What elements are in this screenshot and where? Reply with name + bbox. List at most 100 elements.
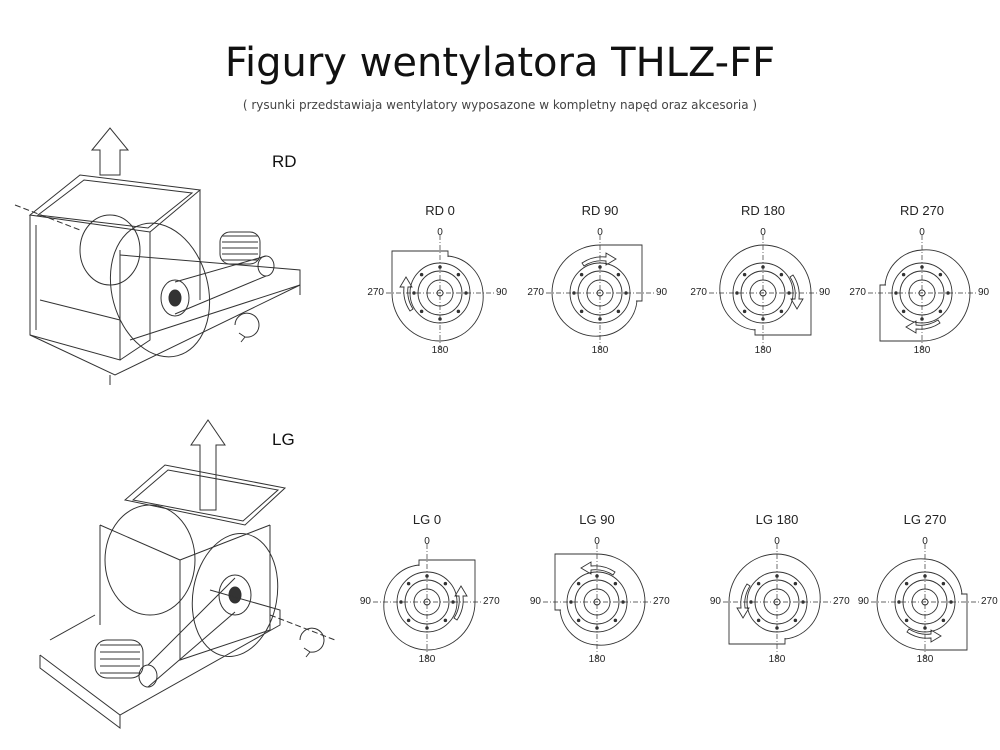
bolt <box>779 309 784 314</box>
bolt <box>438 317 442 321</box>
orientation-diagram-lg-0 <box>373 544 481 660</box>
orientation-diagram-rd-270 <box>868 235 976 351</box>
impeller-ring <box>409 262 471 324</box>
orientation-diagram-lg-180 <box>723 544 831 660</box>
axis-label-top: 0 <box>437 227 443 238</box>
diagram-label: RD 180 <box>740 203 786 218</box>
bolt <box>399 600 403 604</box>
axis-lines <box>543 544 651 660</box>
orientation-diagram-rd-0 <box>386 235 494 351</box>
impeller-ring <box>749 279 777 307</box>
axis-label-right: 270 <box>483 596 500 607</box>
diagram-label: RD 0 <box>425 203 455 218</box>
bolt <box>904 618 909 623</box>
outlet-arrow-icon <box>90 127 130 176</box>
bolt <box>456 272 461 277</box>
fan-isometric-rd <box>14 127 301 385</box>
axis-lines <box>373 544 481 660</box>
bolt <box>923 574 927 578</box>
bolt <box>456 309 461 314</box>
impeller-ring <box>417 270 463 316</box>
axis-label-right: 90 <box>496 287 508 298</box>
axis-label-left: 90 <box>709 596 721 607</box>
axis-label-top: 0 <box>919 227 925 238</box>
shaft <box>921 598 929 606</box>
casing-outline <box>551 244 643 337</box>
axis-lines <box>546 235 654 351</box>
bolt <box>595 626 599 630</box>
axis-label-right: 90 <box>978 287 990 298</box>
impeller-ring <box>740 270 786 316</box>
bolt <box>569 600 573 604</box>
rotation-arrow-icon <box>789 274 804 310</box>
bolt <box>779 272 784 277</box>
rotation-arrow-icon <box>453 585 468 621</box>
page-subtitle: ( rysunki przedstawiaja wentylatory wypo… <box>242 98 758 112</box>
orientation-diagram-rd-90 <box>546 235 654 351</box>
casing-outline <box>879 249 971 342</box>
bolt <box>579 272 584 277</box>
bolt <box>756 618 761 623</box>
bolt <box>894 291 898 295</box>
axis-label-right: 90 <box>656 287 668 298</box>
impeller-ring <box>894 571 956 633</box>
diagram-label: LG 0 <box>412 512 442 527</box>
impeller-ring <box>583 588 611 616</box>
axis-label-bottom: 180 <box>916 654 934 665</box>
bolt <box>761 317 765 321</box>
axis-label-right: 90 <box>819 287 831 298</box>
bolt <box>946 291 950 295</box>
orientation-diagram-lg-90 <box>543 544 651 660</box>
bolt <box>920 317 924 321</box>
bolt <box>621 600 625 604</box>
impeller-ring <box>586 279 614 307</box>
axis-lines <box>871 544 979 660</box>
row-label-lg: LG <box>272 430 295 449</box>
bolt <box>451 600 455 604</box>
axis-label-right: 270 <box>833 596 850 607</box>
shaft <box>436 289 444 297</box>
casing-outline <box>554 553 646 646</box>
axis-label-left: 90 <box>857 596 869 607</box>
impeller-ring <box>754 579 800 625</box>
axis-label-left: 270 <box>690 287 707 298</box>
axis-lines <box>723 544 831 660</box>
axis-label-left: 90 <box>359 596 371 607</box>
bolt <box>616 309 621 314</box>
rotation-arrow-icon <box>736 583 751 619</box>
axis-label-bottom: 180 <box>418 654 436 665</box>
bolt <box>920 265 924 269</box>
bolt <box>749 600 753 604</box>
impeller-ring <box>763 588 791 616</box>
shaft <box>759 289 767 297</box>
bolt <box>464 291 468 295</box>
axis-label-bottom: 180 <box>913 345 931 356</box>
page-title: Figury wentylatora THLZ-FF <box>224 40 776 86</box>
bolt <box>443 618 448 623</box>
axis-label-bottom: 180 <box>431 345 449 356</box>
bolt <box>624 291 628 295</box>
bolt <box>793 581 798 586</box>
orientation-diagram-lg-270 <box>871 544 979 660</box>
bolt <box>742 272 747 277</box>
bolt <box>419 272 424 277</box>
bolt <box>595 574 599 578</box>
bolt <box>949 600 953 604</box>
bolt <box>801 600 805 604</box>
bolt <box>938 272 943 277</box>
bolt <box>425 626 429 630</box>
bolt <box>576 618 581 623</box>
impeller-ring <box>902 579 948 625</box>
rotation-arrow-icon <box>581 252 617 267</box>
bolt <box>775 626 779 630</box>
bolt <box>598 317 602 321</box>
casing-outline <box>383 559 476 651</box>
axis-label-top: 0 <box>922 536 928 547</box>
rotation-arrow-icon <box>234 312 260 343</box>
bolt <box>897 600 901 604</box>
bolt <box>756 581 761 586</box>
shaft <box>596 289 604 297</box>
bolt <box>438 265 442 269</box>
orientation-diagram-rd-180 <box>709 235 817 351</box>
